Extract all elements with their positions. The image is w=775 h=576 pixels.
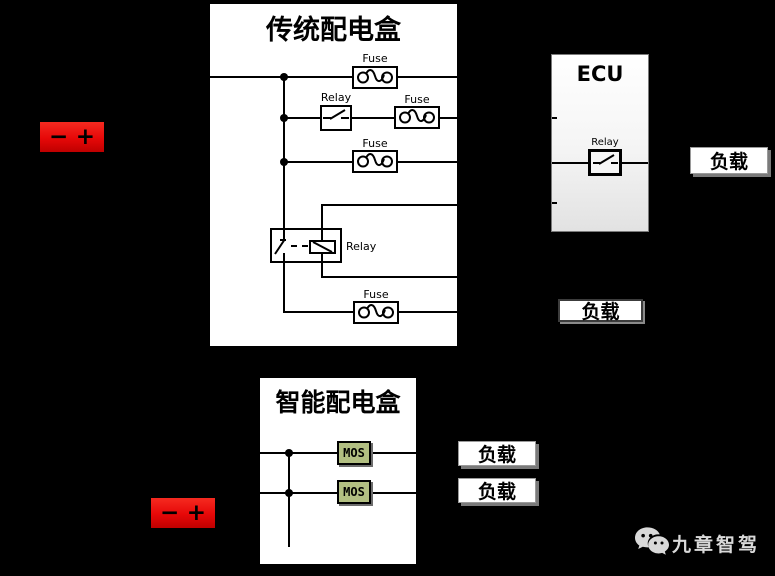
fuse-icon (352, 66, 398, 89)
load-label: 负载 (709, 152, 748, 173)
wire (285, 311, 353, 313)
smart-box-title: 智能配电盒 (275, 390, 401, 417)
battery-minus-terminal: − (49, 124, 69, 150)
mos-block-1: MOS (337, 441, 371, 465)
watermark-text: 九章智驾 (672, 535, 761, 556)
junction-dot (280, 114, 288, 122)
junction-dot (285, 489, 293, 497)
relay-label: Relay (320, 91, 352, 104)
relay-coil-link (291, 245, 308, 247)
relay-box (270, 228, 342, 263)
load-label: 负载 (477, 445, 516, 466)
relay-icon (320, 105, 352, 131)
fuse-label: Fuse (404, 93, 430, 106)
fuse-icon (353, 301, 399, 324)
mos-label: MOS (343, 485, 365, 499)
wechat-icon (635, 526, 669, 557)
wire (398, 76, 457, 78)
wire (321, 252, 323, 278)
wire (321, 204, 323, 242)
battery-plus-terminal: + (186, 500, 206, 526)
fuse-label: Fuse (363, 288, 389, 301)
junction-dot (280, 73, 288, 81)
battery-minus-terminal: − (160, 500, 180, 526)
ecu-box (551, 54, 649, 232)
load-label: 负载 (477, 482, 516, 503)
load-box-ecu: 负载 (690, 147, 768, 174)
wire (440, 117, 457, 119)
load-box-mos-1: 负载 (458, 441, 536, 466)
load-box-fuse: 负载 (558, 299, 643, 323)
wire (399, 311, 457, 313)
fuse-icon (394, 106, 440, 129)
junction-dot (285, 449, 293, 457)
relay-coil-icon (309, 240, 336, 254)
traditional-box (208, 2, 459, 348)
battery-top: − + (40, 122, 104, 152)
mos-label: MOS (343, 446, 365, 460)
fuse-label: Fuse (362, 137, 388, 150)
relay-switch-blade-icon (272, 238, 288, 256)
load-box-mos-2: 负载 (458, 478, 536, 503)
wire (552, 202, 557, 204)
relay-label: Relay (591, 137, 619, 148)
battery-plus-terminal: + (75, 124, 95, 150)
wire (352, 117, 394, 119)
relay-label: Relay (346, 240, 377, 253)
wire (398, 161, 457, 163)
wire (552, 117, 557, 119)
traditional-box-title: 传统配电盒 (266, 15, 401, 45)
battery-bottom: − + (151, 498, 215, 528)
wire (285, 117, 320, 119)
mos-block-2: MOS (337, 480, 371, 504)
bus-line (288, 452, 290, 547)
fuse-icon (352, 150, 398, 173)
ecu-title: ECU (576, 62, 624, 86)
bus-line (283, 253, 285, 313)
wire (285, 161, 352, 163)
load-label: 负载 (581, 302, 620, 323)
relay-icon (588, 149, 622, 176)
fuse-label: Fuse (362, 52, 388, 65)
junction-dot (280, 158, 288, 166)
wire (321, 276, 457, 278)
smart-box (258, 376, 418, 566)
wire (321, 204, 457, 206)
